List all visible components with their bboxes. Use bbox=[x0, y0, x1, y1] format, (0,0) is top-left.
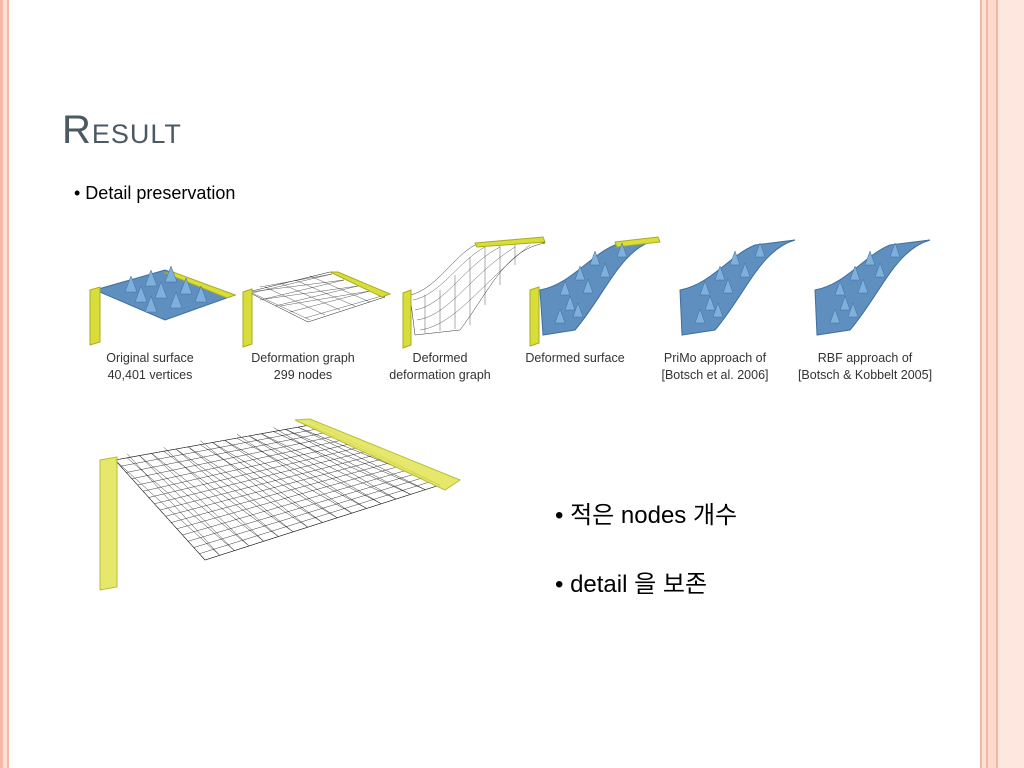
detail-preservation-bullet: • Detail preservation bbox=[74, 183, 236, 203]
deformation-figure-strip bbox=[89, 236, 931, 349]
large-deformation-graph-image bbox=[99, 418, 462, 591]
bullet-few-nodes: • 적은 nodes 개수 bbox=[555, 502, 738, 529]
rbf-approach-image bbox=[814, 239, 931, 336]
caption-rbf-approach: RBF approach of[Botsch & Kobbelt 2005] bbox=[797, 351, 933, 382]
caption-primo-approach: PriMo approach of[Botsch et al. 2006] bbox=[661, 351, 769, 382]
original-surface-image bbox=[89, 265, 237, 346]
primo-approach-image bbox=[679, 239, 796, 336]
right-border-decoration bbox=[974, 0, 1024, 768]
slide-title: Result bbox=[62, 108, 182, 152]
deformed-graph-image bbox=[402, 236, 546, 349]
bullet-list: • 적은 nodes 개수 • detail 을 보존 bbox=[555, 495, 737, 633]
deformation-graph-image bbox=[242, 271, 392, 348]
deformed-surface-image bbox=[529, 236, 661, 347]
left-border-decoration bbox=[0, 0, 12, 768]
bullet-preserve-detail: • detail 을 보존 bbox=[555, 571, 708, 598]
caption-deformed-surface: Deformed surface bbox=[525, 351, 625, 365]
